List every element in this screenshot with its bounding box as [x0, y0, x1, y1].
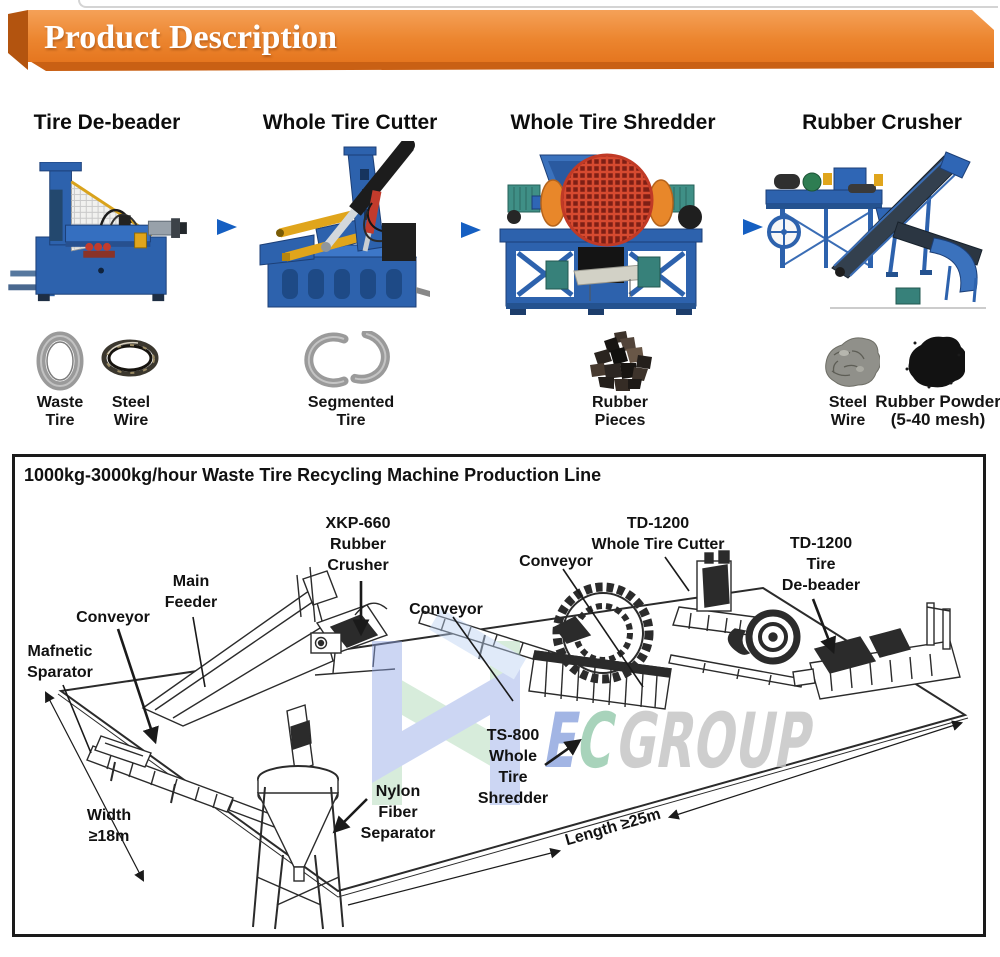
label-td1200-de-beader: TD-1200 Tire De-beader — [781, 535, 861, 594]
production-line-diagram: 1000kg-3000kg/hour Waste Tire Recycling … — [12, 454, 986, 937]
tire-debeader-photo — [8, 162, 187, 302]
label-width-dimension: Width ≥18m — [86, 807, 132, 845]
whole-tire-cutter-photo — [259, 141, 430, 308]
label-td1200-tire-cutter: TD-1200 Whole Tire Cutter — [591, 515, 725, 553]
label-conveyor-left: Conveyor — [76, 609, 150, 626]
diagram-title: 1000kg-3000kg/hour Waste Tire Recycling … — [24, 465, 602, 485]
flow-arrow-icon — [461, 222, 481, 238]
banner-ribbon-shape — [8, 10, 994, 71]
rubber-pieces-image — [590, 331, 652, 391]
label-nylon-fiber-separator: Nylon Fiber Separator — [360, 783, 436, 842]
flow-arrow-icon — [743, 219, 763, 235]
steel-wire-pile-image — [825, 337, 880, 387]
label-conveyor-right: Conveyor — [519, 553, 593, 570]
dimension-lines — [45, 691, 964, 906]
rubber-crusher-photo — [765, 151, 986, 309]
machine-title-tire-debeader: Tire De-beader — [33, 111, 181, 134]
label-ts800-shredder: TS-800 Whole Tire Shredder — [477, 727, 549, 807]
svg-text:ECGROUP: ECGROUP — [538, 697, 820, 785]
section-title: Product Description — [44, 19, 338, 56]
label-conveyor-center: Conveyor — [409, 601, 483, 618]
waste-tire-image — [36, 331, 84, 391]
previous-section-edge — [78, 0, 998, 8]
label-main-feeder: Main Feeder — [164, 573, 218, 611]
flow-arrow-icon — [217, 219, 237, 235]
machine-title-tire-shredder: Whole Tire Shredder — [510, 111, 716, 134]
label-magnetic-separator: Mafnetic Sparator — [27, 643, 93, 681]
machine-title-rubber-crusher: Rubber Crusher — [802, 111, 962, 134]
machine-title-tire-cutter: Whole Tire Cutter — [262, 111, 438, 134]
segmented-tire-image — [304, 331, 390, 388]
label-rubber-powder: Rubber Powder(5-40 mesh) — [875, 392, 1000, 429]
production-line-drawing: ECGROUP — [45, 550, 969, 930]
steel-wire-ring-image — [101, 339, 159, 377]
whole-tire-shredder-photo — [499, 153, 703, 315]
section-header-banner: Product Description — [8, 10, 994, 74]
label-xkp660-rubber-crusher: XKP-660 Rubber Crusher — [325, 515, 391, 574]
rubber-powder-image — [905, 336, 965, 389]
